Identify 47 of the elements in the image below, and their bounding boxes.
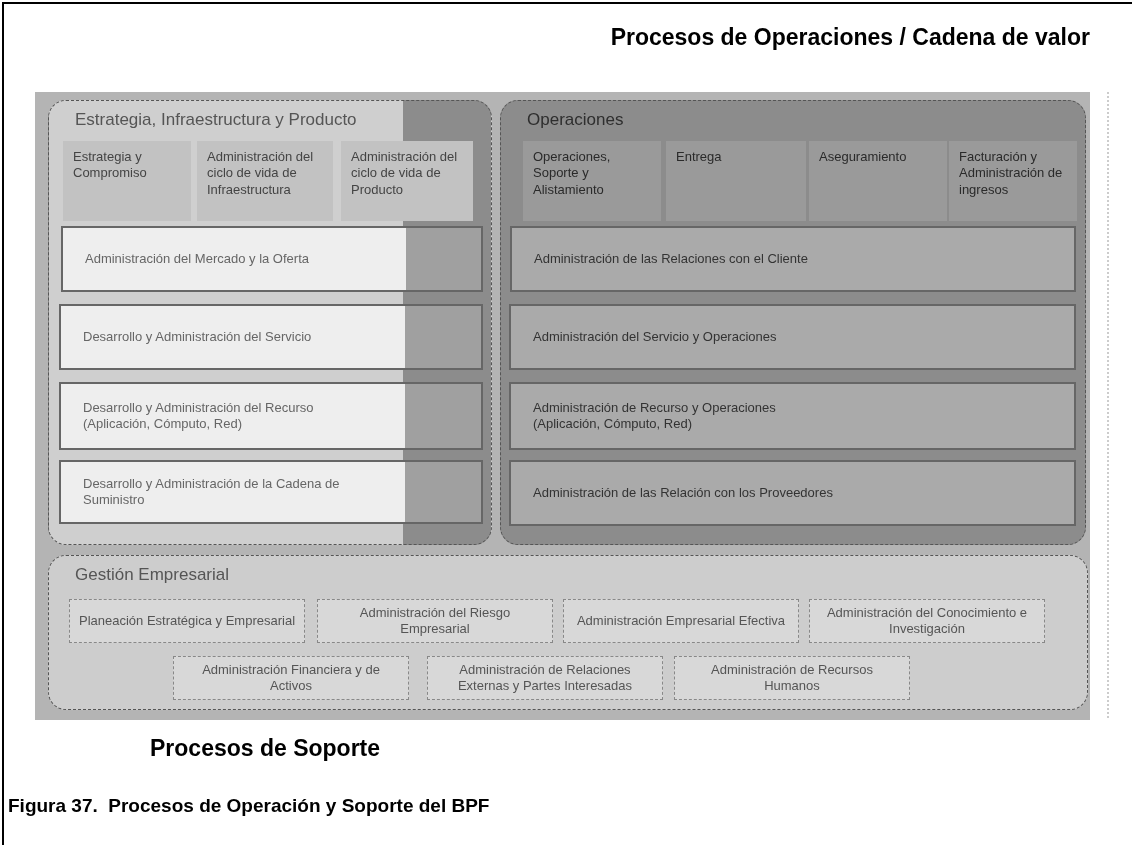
process-row [509, 382, 1076, 450]
process-column [341, 141, 473, 221]
process-row [510, 226, 1076, 292]
section-title: Procesos de Soporte [150, 735, 381, 762]
process-row [59, 460, 483, 524]
group-heading: Estrategia, Infraestructura y Producto [75, 109, 357, 131]
process-label: Administración Empresarial Efectiva [576, 612, 786, 630]
process-label: Administración del Mercado y la Oferta [85, 250, 309, 268]
process-label: Planeación Estratégica y Empresarial [78, 612, 296, 630]
process-label: Administración del Servicio y Operaciones [533, 328, 777, 346]
process-group [48, 555, 1088, 710]
process-label: Estrategia y Compromiso [73, 149, 148, 182]
process-row [509, 460, 1076, 526]
process-label: Administración del ciclo de vida de Infraestructura [207, 149, 315, 198]
process-label: Administración Financiera y de Activos [201, 661, 381, 695]
process-row [59, 382, 483, 450]
process-label: Administración de las Relaciones con el Cliente [534, 250, 808, 268]
figure-caption: Figura 37. Procesos de Operación y Soporte del BPF [8, 795, 490, 817]
group-heading: Operaciones [527, 109, 624, 131]
process-label: Administración de Recurso y Operaciones (Aplicación, Cómputo, Red) [533, 399, 777, 433]
process-label: Administración de Recursos Humanos [710, 661, 874, 695]
process-label: Administración de Relaciones Externas y Partes Interesadas [456, 661, 634, 695]
process-label: Desarrollo y Administración del Servicio [83, 328, 312, 346]
process-group [48, 100, 492, 545]
process-label: Administración del Conocimiento e Investigación [825, 604, 1029, 638]
process-box [317, 599, 553, 643]
diagram-title: Procesos de Operaciones / Cadena de valor [610, 24, 1090, 51]
process-box [69, 599, 305, 643]
process-row [59, 304, 483, 370]
process-label: Facturación y Administración de ingresos [959, 149, 1064, 198]
process-box [809, 599, 1045, 643]
process-label: Administración de las Relación con los Proveedores [533, 484, 833, 502]
process-label: Desarrollo y Administración del Recurso (Aplicación, Cómputo, Red) [83, 399, 315, 433]
process-box [563, 599, 799, 643]
process-label: Administración del Riesgo Empresarial [358, 604, 512, 638]
process-box [173, 656, 409, 700]
group-heading: Gestión Empresarial [75, 564, 229, 586]
process-box [674, 656, 910, 700]
process-label: Aseguramiento [819, 149, 908, 166]
process-row [61, 226, 483, 292]
process-box [427, 656, 663, 700]
process-group [500, 100, 1086, 545]
process-label: Desarrollo y Administración de la Cadena de Suministro [83, 475, 341, 509]
process-label: Administración del ciclo de vida de Producto [351, 149, 459, 198]
process-row [509, 304, 1076, 370]
process-label: Entrega [676, 149, 723, 166]
process-label: Operaciones, Soporte y Alistamiento [533, 149, 612, 198]
